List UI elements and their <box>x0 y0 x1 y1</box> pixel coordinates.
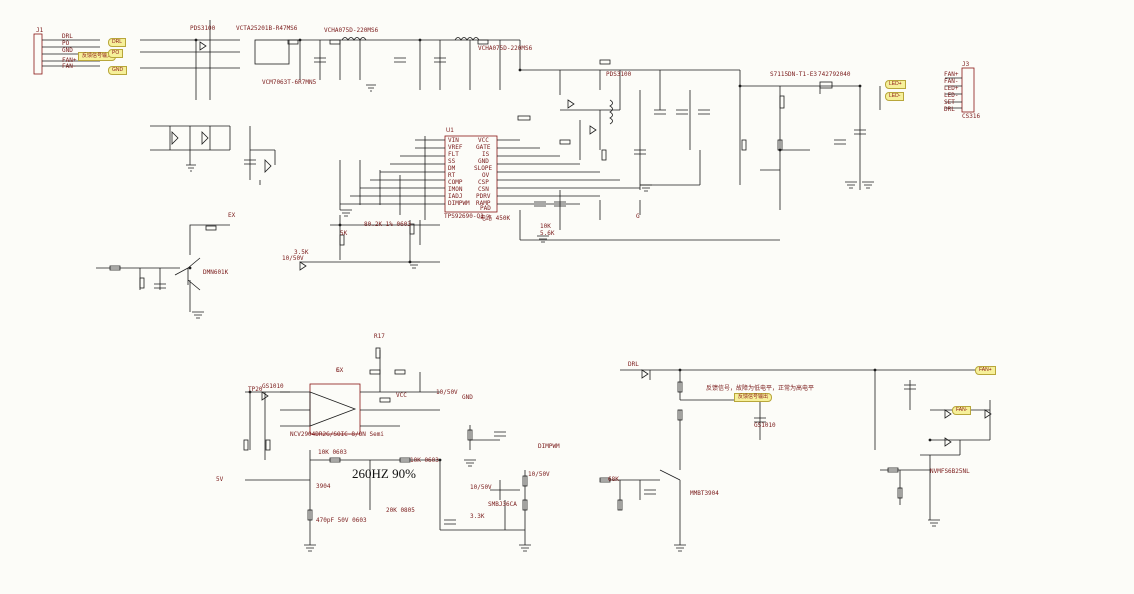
u1-pin-imon: IMON <box>448 186 463 193</box>
u1-pin-rt: RT <box>448 172 456 179</box>
label-d12: GS1010 <box>754 422 776 429</box>
flag-led-plus: LED+ <box>885 80 906 89</box>
label-r51: 470pF 50V 0603 <box>316 517 367 524</box>
u1-pin-pad: PAD <box>480 205 491 212</box>
u1-pin-gnd: GND <box>478 158 489 165</box>
label-r28: 5K <box>340 230 348 237</box>
ic-u1-part: TPS92690-Q1 <box>444 213 484 220</box>
u1-pin-dm: DM <box>448 165 456 172</box>
u1-pin-vref: VREF <box>448 144 463 151</box>
j1-pin-gnd: GND <box>62 47 73 54</box>
label-gnd-net: 10/50V <box>436 389 458 396</box>
label-dimpwm: 10/50V <box>282 255 304 262</box>
label-c40: 10K <box>540 223 551 230</box>
j1-pin-drl: DRL <box>62 33 73 40</box>
label-vcc-net: G <box>336 367 340 374</box>
flag-led-minus: LED- <box>885 92 905 101</box>
label-r36: R17 <box>374 333 385 340</box>
label-q6: MMBT3904 <box>690 490 719 497</box>
label-dimpwm-2: 10/50V <box>470 484 492 491</box>
j3-pin-set: SET <box>944 99 955 106</box>
j3-ref: J3 <box>962 61 970 68</box>
u1-pin-gate: GATE <box>476 144 491 151</box>
label-l2: VCHA075D-220MS6 <box>478 45 533 52</box>
u1-pin-pdrv: PDRV <box>476 193 491 200</box>
label-set: EX <box>228 212 236 219</box>
label-c53: 3.3K <box>470 513 485 520</box>
j3-pin-ledp: LED+ <box>944 85 959 92</box>
u1-pin-comp: COMP <box>448 179 463 186</box>
label-q7: SMBJ36CA <box>488 501 517 508</box>
label-r58: TP20 <box>248 386 263 393</box>
annotation-260hz: 260HZ 90% <box>352 466 416 481</box>
u1-pin-csp: CSP <box>478 179 489 186</box>
label-choke-cf: VCTA25201B-R47MS6 <box>236 25 298 32</box>
connector-j1 <box>33 33 43 75</box>
label-d3: PDS3100 <box>190 25 216 32</box>
flag-drl: DRL <box>108 38 127 47</box>
label-r52: 68K <box>608 476 619 483</box>
note-feedback-signal: 反馈信号，故障为低电平，正常为高电平 <box>706 385 815 392</box>
u1-pin-iadj: IADJ <box>448 193 463 200</box>
label-c6: VCC <box>396 392 407 399</box>
label-q3: DMN601K <box>203 269 229 276</box>
label-q8: NVMFS6B25NL <box>930 468 970 475</box>
j3-pin-ledm: LED- <box>944 92 959 99</box>
u1-pin-flt: FLT <box>448 151 459 158</box>
flag-gnd: GND <box>108 66 128 75</box>
j1-pin-fanp: FAN+ <box>62 57 77 64</box>
u1-pin-ss: SS <box>448 158 456 165</box>
j1-pin-po: PO <box>62 40 70 47</box>
u1-pin-csn: CSN <box>478 186 489 193</box>
label-ex: DIMPWM <box>538 443 560 450</box>
label-c41: 5.6K <box>540 230 555 237</box>
label-r48: 10/50V <box>528 471 550 478</box>
label-tp20: G <box>636 213 640 220</box>
label-r46: 10K 0603 <box>410 457 439 464</box>
u1-pin-ov: OV <box>482 172 490 179</box>
j3-pin-fanp: FAN+ <box>944 71 959 78</box>
label-5v: GND <box>462 394 473 401</box>
label-r53: 20K 0805 <box>386 507 415 514</box>
u1-pin-dimpwm: DIMPWM <box>448 200 470 207</box>
u1-pin-ramp: RAMP <box>476 200 491 207</box>
common-mode-choke <box>254 39 290 65</box>
label-q5: 3904 <box>316 483 331 490</box>
flag-feedback-output: 反馈信号输出 <box>734 393 773 402</box>
flag-fan-plus: FAN+ <box>975 366 996 375</box>
ic-u2-body <box>309 383 361 435</box>
u1-pin-vcc: VCC <box>478 137 489 144</box>
label-r29: 80.2K 1% 0603 <box>364 221 411 228</box>
label-l1: VCHA075D-220MS6 <box>324 27 379 34</box>
label-sense: 电路 450K <box>480 215 511 222</box>
label-g: 5V <box>216 476 224 483</box>
j1-ref: J1 <box>36 27 44 34</box>
connector-j3 <box>961 67 975 113</box>
u1-pin-vin: VIN <box>448 137 459 144</box>
j1-pin-fanm: FAN- <box>62 63 77 70</box>
u1-pin-is: IS <box>482 151 490 158</box>
label-q1: S7115DN-T1-E3 <box>770 71 817 78</box>
label-u2: NCV2904DR2G/SOIC-8/ON Semi <box>290 431 384 438</box>
label-vcc: EX <box>336 367 344 374</box>
label-d4: PDS3100 <box>606 71 632 78</box>
j3-pin-fanm: FAN- <box>944 78 959 85</box>
label-fb1: 742792040 <box>818 71 851 78</box>
flag-fan-minus: FAN- <box>952 406 972 415</box>
label-l3: VCM7063T-6R7MN5 <box>262 79 317 86</box>
ic-u1-ref: U1 <box>446 128 454 134</box>
ic-u1-body <box>444 135 498 213</box>
label-r45: 10K 0603 <box>318 449 347 456</box>
u1-pin-slope: SLOPE <box>474 165 493 172</box>
flag-po: PO <box>108 49 124 58</box>
label-d11: GS1010 <box>262 383 284 390</box>
j3-part: CS316 <box>962 113 981 120</box>
label-d9: 3.5K <box>294 249 309 256</box>
label-drl-net: DRL <box>628 361 639 368</box>
j3-pin-drl: DRL <box>944 106 955 113</box>
